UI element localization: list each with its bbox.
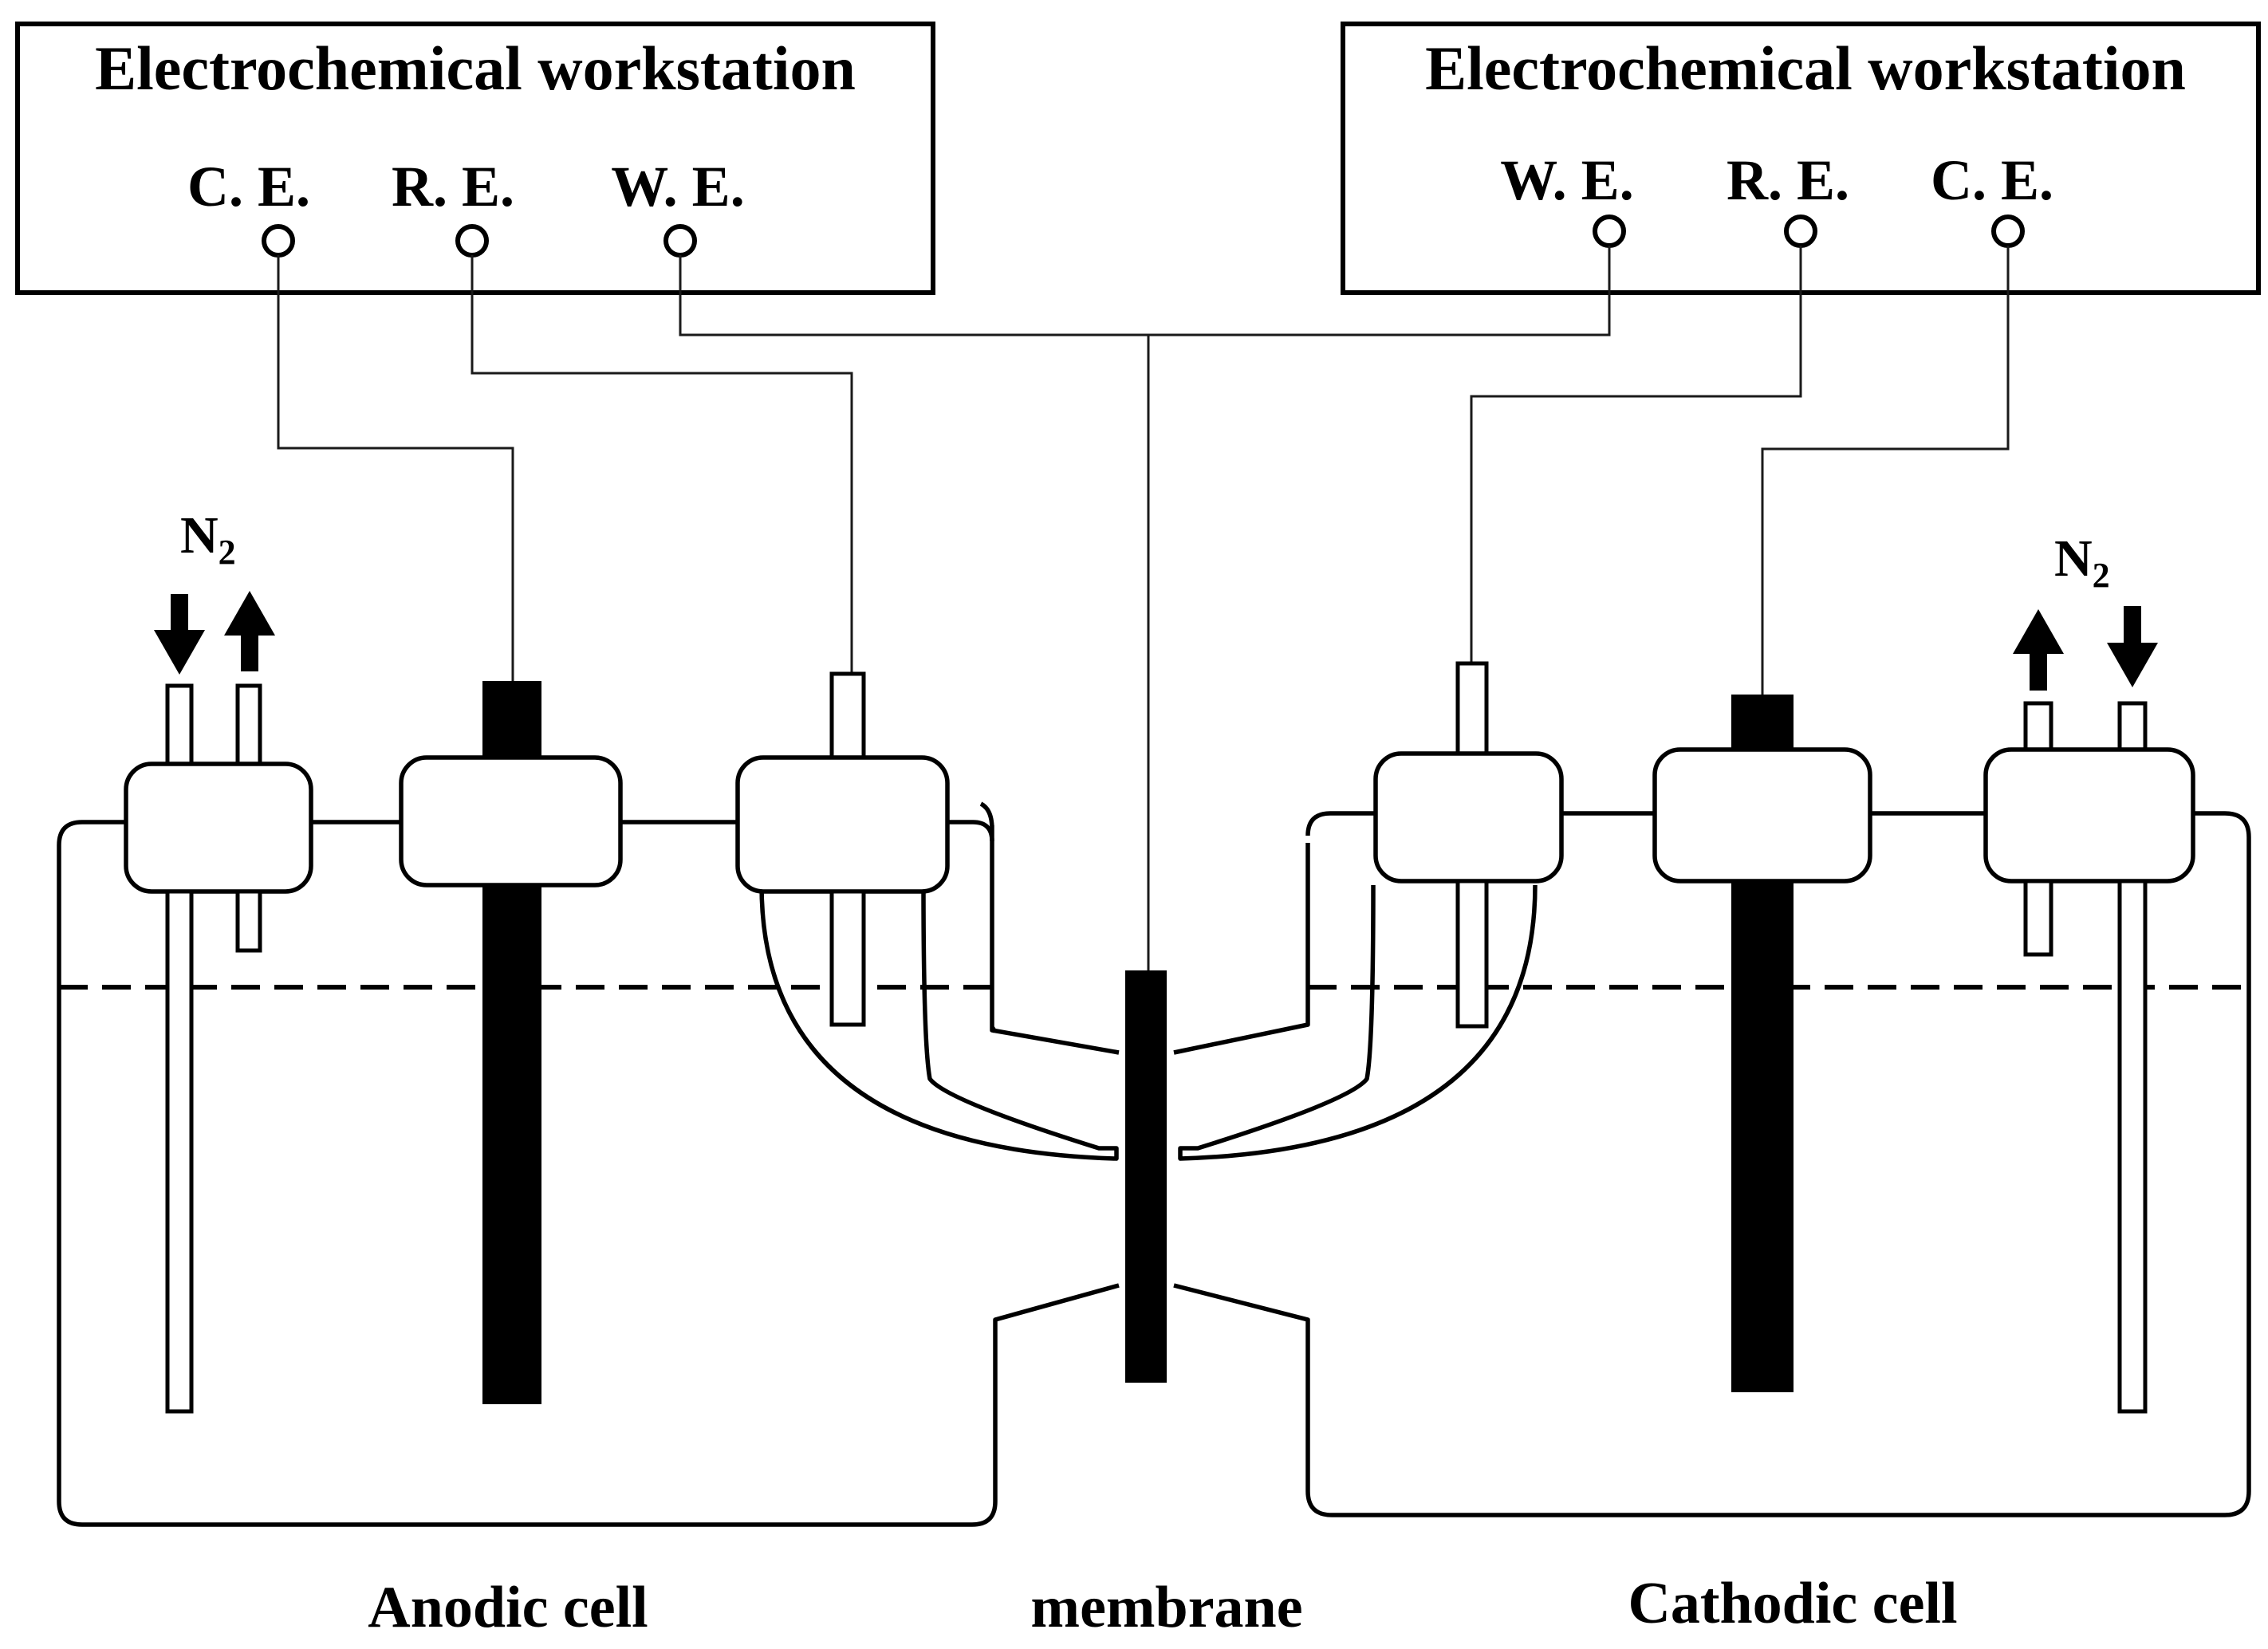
- right-terminal-we-label: W. E.: [1500, 148, 1633, 212]
- right-reference-stopper: [1373, 751, 1564, 884]
- left-n2-outlet-tube-lower: [235, 889, 262, 953]
- cathodic-cell-label: Cathodic cell: [1628, 1571, 1957, 1636]
- right-n2-arrows: N2: [2013, 529, 2158, 691]
- cathodic-cell-wall: [1173, 811, 2251, 1517]
- cathodic-counter-electrode-lower: [1731, 880, 1794, 1392]
- left-workstation-title: Electrochemical workstation: [95, 33, 856, 103]
- left-terminal-re-label: R. E.: [392, 155, 514, 218]
- right-n2-in-arrow-icon: [2107, 606, 2158, 687]
- right-workstation-title: Electrochemical workstation: [1425, 33, 2186, 103]
- anodic-counter-electrode-lower: [482, 884, 541, 1404]
- right-luggin-capillary: [1178, 884, 1538, 1161]
- right-n2-label: N2: [2054, 529, 2110, 595]
- right-we-terminal: [1593, 214, 1626, 248]
- left-n2-out-arrow-icon: [224, 591, 275, 671]
- left-re-wire: [471, 255, 853, 674]
- left-n2-label: N2: [180, 506, 236, 572]
- right-n2-out-arrow-icon: [2013, 609, 2064, 691]
- right-terminal-ce-label: C. E.: [1931, 148, 2053, 212]
- left-reference-stopper: [735, 755, 950, 894]
- working-electrode-bus-wire: [679, 246, 1611, 336]
- right-re-terminal: [1784, 214, 1817, 248]
- right-ce-terminal: [1991, 214, 2025, 248]
- left-ce-terminal: [262, 224, 295, 258]
- left-ce-wire: [277, 255, 514, 682]
- left-n2-inlet-tube-lower: [165, 889, 194, 1414]
- left-reference-tube-lower: [829, 889, 866, 1027]
- anodic-rim-3: [947, 820, 994, 842]
- anodic-electrode-stopper: [399, 755, 623, 887]
- right-n2-outlet-tube-lower: [2023, 879, 2053, 957]
- right-ce-wire: [1761, 246, 2010, 695]
- anodic-cell-wall: [57, 801, 1120, 1527]
- left-terminal-ce-label: C. E.: [187, 155, 310, 218]
- membrane-plate: [1125, 970, 1167, 1383]
- left-we-terminal: [663, 224, 697, 258]
- cathodic-rim-1: [1305, 811, 1376, 836]
- left-n2-in-arrow-icon: [154, 594, 205, 675]
- left-n2-stopper: [124, 762, 313, 894]
- right-n2-stopper: [1983, 747, 2195, 884]
- right-n2-inlet-tube-lower: [2117, 879, 2148, 1414]
- left-n2-arrows: N2: [154, 506, 275, 675]
- left-luggin-capillary: [759, 884, 1119, 1161]
- left-workstation: Electrochemical workstation C. E. R. E. …: [15, 22, 935, 295]
- right-re-wire: [1470, 246, 1802, 663]
- right-reference-tube-lower: [1455, 879, 1489, 1029]
- membrane-label: membrane: [1030, 1575, 1302, 1640]
- cathodic-electrode-stopper: [1652, 747, 1872, 884]
- wires: [277, 246, 2010, 971]
- left-terminal-we-label: W. E.: [611, 155, 744, 218]
- left-re-terminal: [455, 224, 489, 258]
- anodic-cell-label: Anodic cell: [368, 1575, 648, 1640]
- right-terminal-re-label: R. E.: [1727, 148, 1849, 212]
